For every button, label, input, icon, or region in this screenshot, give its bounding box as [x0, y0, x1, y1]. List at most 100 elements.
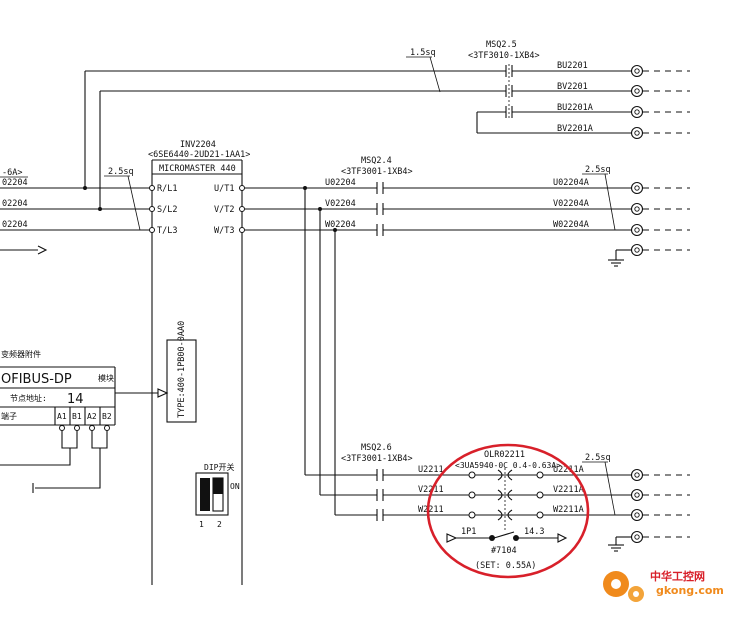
olr-node-label: #7104 — [491, 546, 517, 556]
inv-out-w: W/T3 — [214, 226, 234, 236]
olr-out-w: W2211A — [553, 505, 584, 515]
olr-heater-elements — [468, 468, 544, 530]
output-terminal — [630, 223, 644, 237]
output-terminal-inner — [634, 68, 640, 74]
out-bv2201: BV2201 — [557, 82, 588, 92]
pin-terminal — [89, 425, 95, 431]
output-terminal-inner — [634, 109, 640, 115]
bus-line-1 — [0, 448, 71, 466]
aux-right-label: 14.3 — [524, 527, 544, 537]
output-terminal — [630, 105, 644, 119]
output-terminal — [630, 243, 644, 257]
output-terminal-inner — [634, 492, 640, 498]
watermark-url: gkong.com — [656, 584, 724, 597]
output-terminal — [630, 84, 644, 98]
left-cable-label: 2.5sq — [108, 167, 134, 177]
option-card-box — [166, 339, 197, 423]
left-feeds: -6A> 02204 02204 02204 2.5sq — [0, 167, 150, 255]
msq24-contacts — [376, 182, 384, 236]
top-contactor-group: MSQ2.5 <3TF3010-1XB4> 1.5sq BU2201 BV220… — [85, 40, 632, 134]
profibus-name-suffix: 模块 — [98, 373, 114, 383]
msq26-contacts — [376, 469, 384, 521]
inv-in-t: T/L3 — [157, 226, 177, 236]
olr-designation: OLR02211 — [484, 450, 525, 460]
output-terminal-inner — [634, 88, 640, 94]
output-terminal-inner — [634, 512, 640, 518]
watermark: 中华工控网 gkong.com — [603, 569, 724, 602]
output-terminal — [630, 488, 644, 502]
profibus-address: 14 — [67, 392, 84, 407]
inv-out-v: V/T2 — [214, 205, 234, 215]
aux-right-arrow-icon — [557, 533, 568, 543]
msq25-designation: MSQ2.5 — [486, 40, 517, 50]
terminal-s — [149, 206, 155, 212]
junction-dot — [333, 228, 337, 232]
inv-designation: INV2204 — [180, 140, 216, 150]
output-terminal-inner — [634, 227, 640, 233]
output-terminal — [630, 530, 644, 544]
output-terminal-inner — [634, 247, 640, 253]
olr-type: <3UA5940-0C 0.4-0.63A> — [455, 461, 561, 470]
pin-b2: B2 — [102, 412, 112, 421]
output-terminal — [630, 181, 644, 195]
dip-toggle-2-fill — [213, 478, 223, 494]
left-cable-leader — [127, 175, 141, 231]
olr-out-v: V2211A — [553, 485, 584, 495]
left-feed-2: 02204 — [2, 199, 28, 209]
link-arrow-icon — [157, 388, 169, 398]
msq24-out-u: U02204A — [553, 178, 589, 188]
terminal-w — [239, 227, 245, 233]
dip-body — [195, 472, 229, 516]
ground-icon — [608, 536, 632, 552]
ground-icon — [608, 249, 632, 267]
aux-node-dot — [489, 535, 495, 541]
output-terminal-inner — [634, 130, 640, 136]
output-terminal — [630, 202, 644, 216]
pin-terminal — [59, 425, 65, 431]
terminal-r — [149, 185, 155, 191]
left-feed-3: 02204 — [2, 220, 28, 230]
dip-label: DIP开关 — [204, 462, 234, 472]
aux-contact-blade — [493, 531, 515, 539]
out-bu2201a: BU2201A — [557, 103, 593, 113]
olr-cable-label: 2.5sq — [585, 453, 611, 463]
profibus-terminal-label: 端子 — [1, 411, 17, 421]
option-card-type: TYPE:400-1PB00-0AA0 — [177, 321, 187, 418]
pin-bridge-2 — [91, 431, 108, 449]
option-card: TYPE:400-1PB00-0AA0 — [166, 321, 197, 423]
output-terminal-inner — [634, 206, 640, 212]
msq24-out-w: W02204A — [553, 220, 589, 230]
msq24-in-v: V02204 — [325, 199, 356, 209]
pin-terminal — [104, 425, 110, 431]
aux-left-label: 1P1 — [461, 527, 476, 537]
pin-b1: B1 — [72, 412, 82, 421]
inv-out-u: U/T1 — [214, 184, 234, 194]
pin-a2: A2 — [87, 412, 97, 421]
output-terminal — [630, 468, 644, 482]
msq24-out-v: V02204A — [553, 199, 589, 209]
mid-contactor-group: MSQ2.4 <3TF3001-1XB4> U02204 V02204 W022… — [245, 156, 632, 236]
output-terminal-inner — [634, 472, 640, 478]
junction-dot — [318, 207, 322, 211]
pin-terminal — [74, 425, 80, 431]
olr-out-u: U2211A — [553, 465, 584, 475]
pin-bridge-1 — [61, 431, 78, 449]
watermark-cn: 中华工控网 — [650, 569, 705, 583]
output-terminal-inner — [634, 185, 640, 191]
top-cable-label: 1.5sq — [410, 48, 436, 58]
msq25-type: <3TF3010-1XB4> — [468, 51, 540, 61]
output-terminal — [630, 64, 644, 78]
dip-toggle-1 — [200, 478, 210, 511]
highlight-circle — [426, 443, 590, 579]
terminal-t — [149, 227, 155, 233]
output-terminal-inner — [634, 534, 640, 540]
gear-icon — [603, 571, 644, 602]
msq25-contacts — [505, 65, 513, 118]
output-terminals — [630, 64, 690, 544]
inv-in-r: R/L1 — [157, 184, 177, 194]
olr-cable-leader — [604, 461, 616, 516]
dip-switch: DIP开关 ON 1 2 — [195, 462, 240, 529]
olr-setting: (SET: 0.55A) — [475, 561, 536, 571]
terminal-v — [239, 206, 245, 212]
left-label-top: -6A> — [2, 168, 22, 178]
